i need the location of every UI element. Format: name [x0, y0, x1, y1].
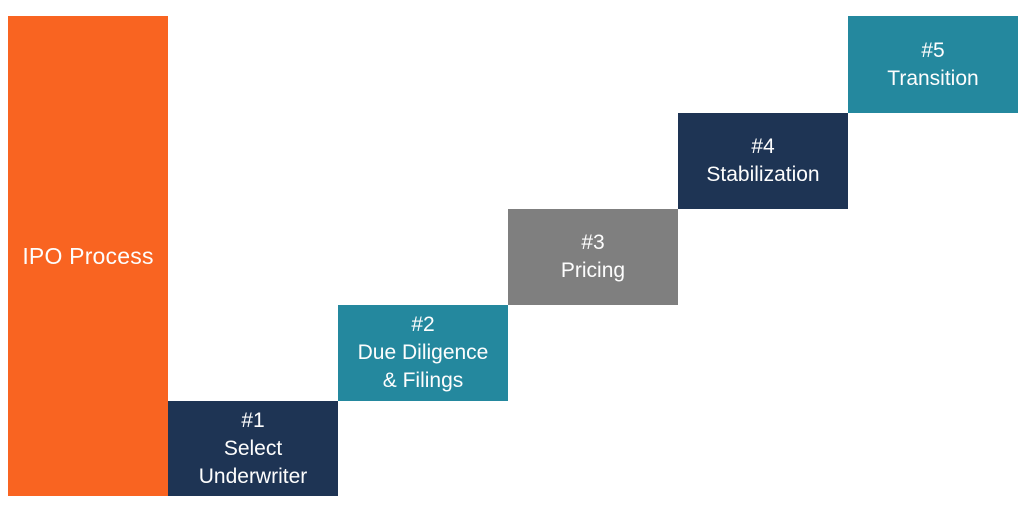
step-2-number: #2 — [411, 313, 435, 336]
diagram-title: IPO Process — [22, 242, 154, 269]
ipo-process-title-block: IPO Process — [8, 16, 168, 496]
step-2-due-diligence-filings: #2 Due Diligence & Filings — [338, 305, 508, 401]
step-4-label: Stabilization — [706, 163, 820, 186]
step-3-pricing: #3 Pricing — [508, 209, 678, 305]
step-4-stabilization: #4 Stabilization — [678, 113, 848, 209]
step-2-label: Due Diligence & Filings — [357, 341, 489, 392]
step-5-number: #5 — [921, 38, 945, 62]
step-4-number: #4 — [751, 135, 775, 158]
step-3-number: #3 — [581, 231, 605, 254]
step-5-label: Transition — [887, 66, 979, 90]
step-1-number: #1 — [241, 408, 265, 432]
step-1-select-underwriter: #1 Select Underwriter — [168, 401, 338, 496]
step-3-label: Pricing — [560, 259, 626, 282]
step-5-transition: #5 Transition — [848, 16, 1018, 113]
step-1-label: Select Underwriter — [198, 436, 308, 488]
